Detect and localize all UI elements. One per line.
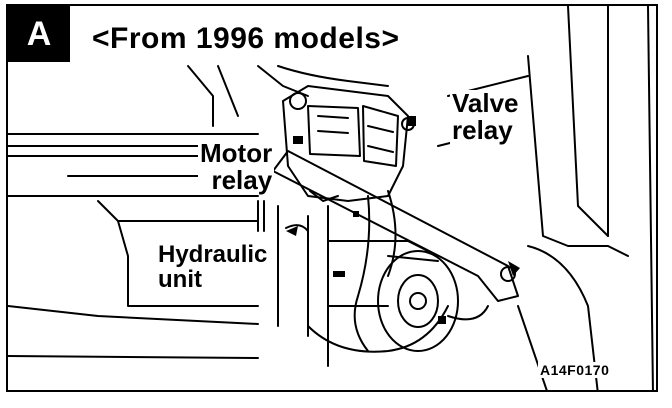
valve-relay-label: Valve relay [450, 88, 521, 146]
pump-motor [377, 250, 459, 352]
hydraulic-unit-label: Hydraulic unit [156, 241, 270, 294]
diagram-title: <From 1996 models> [92, 22, 400, 55]
figure-reference-code: A14F0170 [538, 362, 612, 378]
diagram-frame: A <From 1996 models> Valve relay Motor r… [6, 4, 658, 392]
motor-relay-label-line2: relay [211, 165, 273, 196]
motor-relay-label-line1: Motor [200, 138, 273, 168]
relay-block [307, 105, 361, 157]
valve-relay-label-line1: Valve [452, 88, 519, 118]
panel-letter-badge: A [8, 6, 70, 62]
hydraulic-unit-label-line1: Hydraulic [158, 241, 268, 268]
engine-bay-line-art [8, 6, 654, 390]
motor-relay-label: Motor relay [198, 138, 275, 196]
valve-relay-label-line2: relay [452, 115, 513, 146]
hydraulic-unit-label-line2: unit [158, 266, 202, 294]
